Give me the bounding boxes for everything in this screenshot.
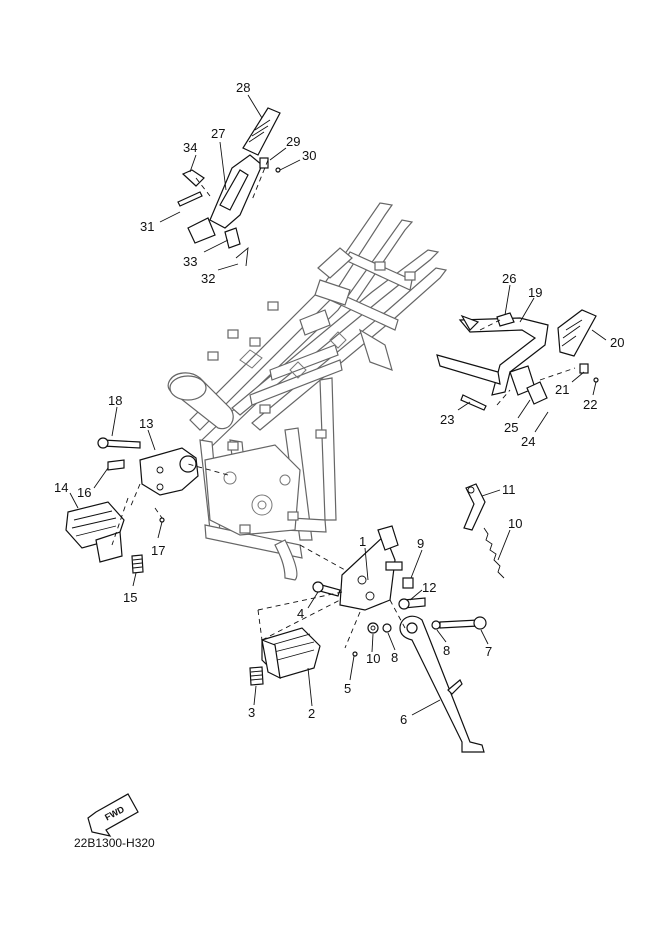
callout-17: 16 bbox=[77, 485, 91, 500]
callout-2: 2 bbox=[308, 706, 315, 721]
callouts: 28 27 29 30 34 31 33 32 26 19 20 21 22 2… bbox=[54, 80, 624, 727]
callout-13: 12 bbox=[422, 580, 436, 595]
callout-8a: 8 bbox=[391, 650, 398, 665]
callout-32: 31 bbox=[140, 219, 154, 234]
leader-lines bbox=[69, 94, 607, 716]
callout-24: 23 bbox=[440, 412, 454, 427]
callout-5: 5 bbox=[344, 681, 351, 696]
callout-28: 27 bbox=[211, 126, 225, 141]
callout-14: 13 bbox=[139, 416, 153, 431]
motorcycle-frame bbox=[167, 202, 448, 581]
callout-27: 26 bbox=[502, 271, 516, 286]
callout-3: 3 bbox=[248, 705, 255, 720]
callout-25: 24 bbox=[521, 434, 535, 449]
fwd-arrow-icon: FWD bbox=[87, 793, 139, 837]
callout-9: 9 bbox=[417, 536, 424, 551]
callout-23: 22 bbox=[583, 397, 597, 412]
callout-31: 30 bbox=[302, 148, 316, 163]
callout-12: 11 bbox=[502, 482, 516, 497]
sidestand bbox=[367, 483, 505, 753]
callout-6: 6 bbox=[400, 712, 407, 727]
callout-22: 21 bbox=[555, 382, 569, 397]
callout-34: 33 bbox=[183, 254, 197, 269]
callout-4: 4 bbox=[297, 606, 304, 621]
front-footrest-left bbox=[65, 437, 199, 574]
callout-18: 17 bbox=[151, 543, 165, 558]
callout-30: 29 bbox=[286, 134, 300, 149]
callout-33: 32 bbox=[201, 271, 215, 286]
callout-35: 34 bbox=[183, 140, 197, 155]
callout-26: 25 bbox=[504, 420, 518, 435]
callout-20: 19 bbox=[528, 285, 542, 300]
rear-footrest-right bbox=[436, 309, 599, 411]
callout-10-label: 10 bbox=[366, 651, 380, 666]
callout-7: 7 bbox=[485, 644, 492, 659]
callout-8b: 8 bbox=[443, 643, 450, 658]
rear-footrest-left bbox=[177, 107, 281, 267]
assembly-dashed-lines bbox=[111, 159, 576, 649]
callout-19: 18 bbox=[108, 393, 122, 408]
callout-21: 20 bbox=[610, 335, 624, 350]
callout-15: 14 bbox=[54, 480, 68, 495]
drawing-code: 22B1300-H320 bbox=[74, 836, 155, 850]
callout-16: 15 bbox=[123, 590, 137, 605]
callout-1: 1 bbox=[359, 534, 366, 549]
callout-29: 28 bbox=[236, 80, 250, 95]
callout-11: 10 bbox=[508, 516, 522, 531]
